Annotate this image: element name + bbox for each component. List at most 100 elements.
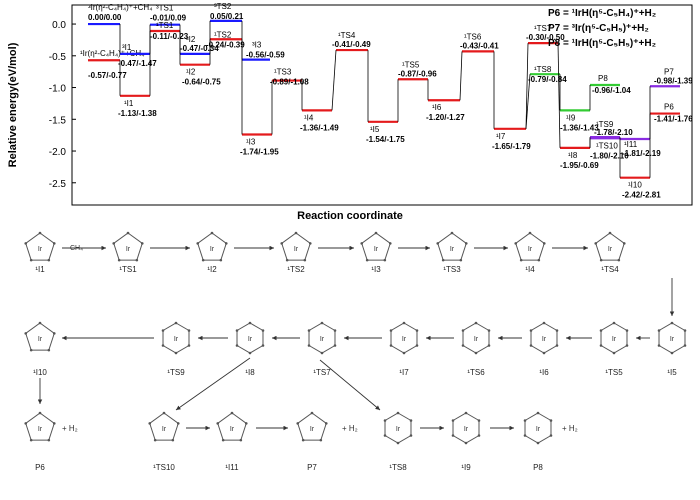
atom bbox=[324, 422, 328, 425]
atom bbox=[38, 321, 42, 325]
atom bbox=[320, 321, 324, 325]
atom bbox=[464, 441, 468, 445]
atom bbox=[153, 438, 157, 442]
atom bbox=[477, 434, 481, 437]
atom bbox=[301, 438, 305, 442]
atom bbox=[280, 242, 284, 245]
atom bbox=[549, 434, 553, 437]
atom bbox=[612, 351, 616, 355]
structure-label: ¹I5 bbox=[667, 368, 677, 377]
atom bbox=[248, 351, 252, 355]
iridium-atom-label: Ir bbox=[450, 246, 455, 253]
iridium-atom-label: Ir bbox=[474, 336, 479, 343]
y-axis-label: Relative energy(eV/mol) bbox=[7, 42, 19, 167]
atom bbox=[461, 344, 465, 347]
atom bbox=[161, 329, 165, 332]
energy-level-value: -0.24/-0.39 bbox=[206, 40, 245, 49]
energy-level-name: ¹Ir(η²-C₄H₄)⁺+CH₄ bbox=[80, 49, 144, 58]
energy-level-value: 0.00/0.00 bbox=[88, 13, 122, 22]
energy-level-name: ¹I11 bbox=[624, 140, 638, 149]
energy-level-value: -0.64/-0.75 bbox=[182, 78, 221, 87]
atom bbox=[303, 258, 307, 262]
structure-label: ¹I10 bbox=[33, 368, 47, 377]
structure-label: ¹TS8 bbox=[389, 463, 407, 472]
energy-level-value: -1.74/-1.95 bbox=[240, 148, 279, 157]
molecule-ring bbox=[25, 412, 55, 441]
y-tick-label: -2.5 bbox=[49, 179, 67, 190]
atom bbox=[148, 422, 152, 425]
iridium-atom-label: Ir bbox=[162, 426, 167, 433]
energy-level-name: ¹TS2 bbox=[214, 30, 232, 39]
energy-level-value: -1.78/-2.10 bbox=[594, 128, 633, 137]
atom bbox=[196, 242, 200, 245]
atom bbox=[537, 258, 541, 262]
atom bbox=[523, 434, 527, 437]
energy-level-value: -0.89/-1.08 bbox=[270, 78, 309, 87]
atom bbox=[383, 419, 387, 422]
molecule-ring bbox=[595, 232, 625, 261]
atom bbox=[201, 258, 205, 262]
atom bbox=[47, 348, 51, 352]
molecule-ring bbox=[361, 232, 391, 261]
atom bbox=[161, 344, 165, 347]
level-connector bbox=[331, 50, 337, 111]
atom bbox=[310, 411, 314, 415]
structure-label: ¹I11 bbox=[225, 463, 239, 472]
atom bbox=[52, 422, 56, 425]
energy-level-value: -1.41/-1.76 bbox=[654, 115, 693, 124]
atom bbox=[308, 242, 312, 245]
molecule-ring bbox=[281, 232, 311, 261]
iridium-atom-label: Ir bbox=[248, 336, 253, 343]
energy-level-name: ¹TS6 bbox=[464, 32, 482, 41]
atom bbox=[29, 438, 33, 442]
energy-level-name: ¹I5 bbox=[370, 125, 380, 134]
energy-level-name: ¹TS9 bbox=[596, 120, 614, 129]
atom bbox=[396, 441, 400, 445]
atom bbox=[261, 329, 265, 332]
reagent-label: CH₄ bbox=[70, 245, 83, 252]
atom bbox=[436, 242, 440, 245]
iridium-atom-label: Ir bbox=[38, 426, 43, 433]
energy-level-name: ³TS1 bbox=[156, 4, 174, 13]
iridium-atom-label: Ir bbox=[402, 336, 407, 343]
atom bbox=[487, 344, 491, 347]
atom bbox=[451, 434, 455, 437]
atom bbox=[171, 438, 175, 442]
energy-level-name: ¹I6 bbox=[432, 103, 442, 112]
atom bbox=[396, 411, 400, 415]
energy-level-value: -0.30/-0.50 bbox=[526, 33, 565, 42]
legend-p7: P7 = ³Ir(η⁵-C₅H₅)⁺+H₂ bbox=[548, 23, 649, 34]
energy-level-name: ¹TS7 bbox=[534, 24, 552, 33]
energy-level-value: -0.96/-1.04 bbox=[592, 86, 631, 95]
atom bbox=[140, 242, 144, 245]
legend: P6 = ¹IrH(η⁵-C₅H₄)⁺+H₂ P7 = ³Ir(η⁵-C₅H₅)… bbox=[548, 8, 656, 49]
atom bbox=[38, 411, 42, 415]
iridium-atom-label: Ir bbox=[528, 246, 533, 253]
atom bbox=[320, 351, 324, 355]
molecule-ring bbox=[113, 232, 143, 261]
iridium-atom-label: Ir bbox=[126, 246, 131, 253]
structure-label: ¹I2 bbox=[207, 265, 217, 274]
atom bbox=[594, 242, 598, 245]
structure-label: ¹TS7 bbox=[313, 368, 331, 377]
iridium-atom-label: Ir bbox=[542, 336, 547, 343]
energy-level-name: P6 bbox=[664, 103, 674, 112]
atom bbox=[555, 344, 559, 347]
atom bbox=[612, 321, 616, 325]
structure-label: ¹I3 bbox=[371, 265, 381, 274]
energy-level-value: -1.36/-1.43 bbox=[560, 123, 599, 132]
energy-level-value: -1.20/-1.27 bbox=[426, 113, 465, 122]
atom bbox=[657, 329, 661, 332]
energy-level-name: ¹I2 bbox=[186, 68, 196, 77]
atom bbox=[24, 332, 28, 335]
energy-level-name: ³I2 bbox=[186, 35, 196, 44]
structure-label: ¹TS6 bbox=[467, 368, 485, 377]
atom bbox=[294, 231, 298, 235]
atom bbox=[542, 242, 546, 245]
